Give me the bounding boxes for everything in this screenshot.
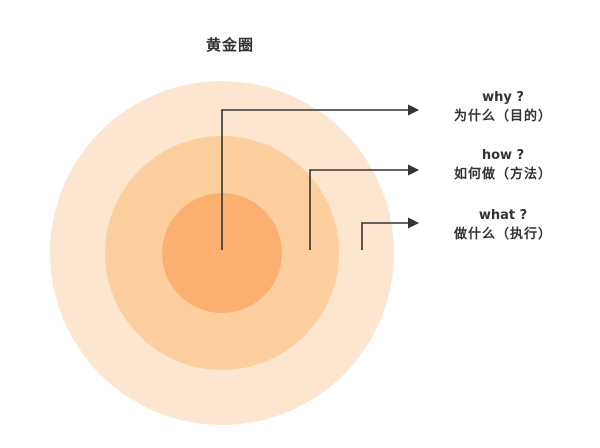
- what-leader-arrow: [361, 217, 420, 250]
- label-what: what ? 做什么（执行）: [428, 206, 578, 244]
- why-meaning: 为什么（目的）: [453, 109, 552, 124]
- how-leader-arrow: [309, 164, 420, 250]
- label-how: how ? 如何做（方法）: [428, 146, 578, 184]
- why-question: why ?: [482, 90, 524, 105]
- how-question: how ?: [481, 148, 525, 163]
- label-why: why ? 为什么（目的）: [428, 88, 578, 126]
- what-meaning: 做什么（执行）: [453, 227, 552, 242]
- diagram-title: 黄金圈: [205, 36, 254, 54]
- inner-ring-why: [162, 193, 282, 313]
- why-leader-arrow: [221, 104, 420, 250]
- how-meaning: 如何做（方法）: [453, 167, 552, 182]
- what-question: what ?: [478, 208, 528, 223]
